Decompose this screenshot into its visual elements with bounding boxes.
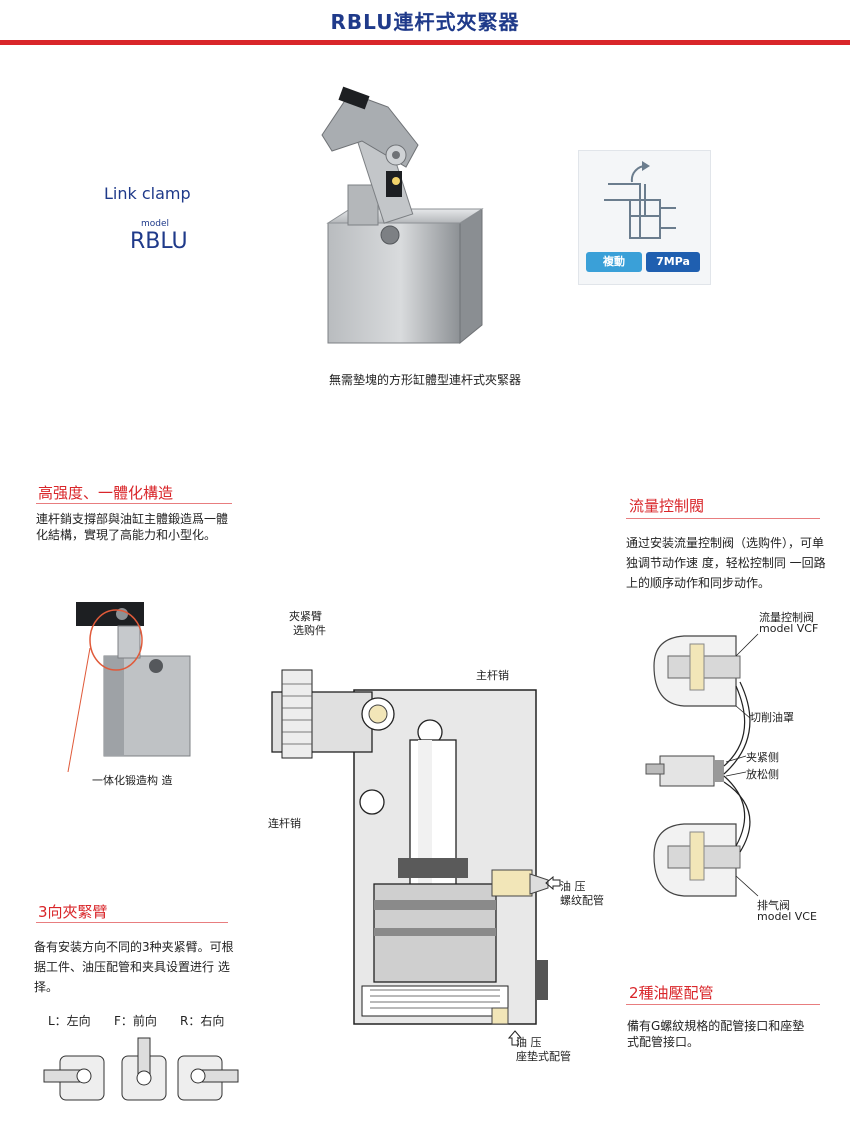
clamp-side-label: 夹紧侧 — [746, 751, 779, 764]
flow-text-line2: 独调节动作速 度，轻松控制同 一回路 — [626, 556, 826, 570]
oil-pad-label-2: 座垫式配管 — [516, 1050, 571, 1063]
arrow-left-icon — [545, 876, 561, 890]
strength-text-line1: 連杆銷支撐部與油缸主體鍛造爲一體 — [36, 512, 229, 526]
valve-diagram — [645, 633, 759, 897]
piping-text-line1: 備有G螺紋規格的配管接口和座墊 — [627, 1019, 805, 1033]
title-divider — [0, 40, 850, 45]
arm-directions-icons — [43, 1037, 239, 1101]
model-value: RBLU — [130, 229, 188, 254]
strength-heading: 高强度、一體化構造 — [38, 484, 174, 502]
flow-text-line3: 上的顺序动作和同步动作。 — [626, 576, 771, 590]
strength-text-line2: 化結構，實現了高能力和小型化。 — [36, 528, 217, 542]
piping-heading: 2種油壓配管 — [629, 984, 714, 1002]
product-caption: 無需墊塊的方形缸體型連杆式夾緊器 — [328, 373, 521, 387]
oil-thread-label-2: 螺纹配管 — [560, 894, 604, 907]
cut-oil-label: 切削油罩 — [750, 711, 794, 724]
arm-heading: 3向夾緊臂 — [38, 903, 108, 921]
fcv-model-label: model VCF — [759, 622, 819, 635]
product-photo — [321, 86, 484, 345]
piping-text-line2: 式配管接口。 — [627, 1035, 700, 1049]
arm-text-line1: 备有安装方向不同的3种夹紧臂。可根 — [34, 940, 234, 954]
product-english-name: Link clamp — [104, 184, 191, 203]
badge-double-acting: 複動 — [586, 252, 642, 272]
oil-thread-label-1: 油 压 — [560, 880, 586, 893]
forged-callout: 一体化锻造构 造 — [92, 774, 173, 787]
oil-pad-label-1: 油 压 — [516, 1036, 542, 1049]
fcv-label: 流量控制阀 — [759, 611, 814, 624]
dir-right-label: R：右向 — [180, 1014, 225, 1028]
piping-divider — [626, 1004, 820, 1005]
strength-divider — [36, 503, 232, 504]
arm-label: 夾紧臂 — [289, 610, 322, 623]
model-label: model — [141, 219, 170, 229]
flow-divider — [626, 518, 820, 519]
flow-heading: 流量控制閥 — [629, 497, 705, 515]
exhaust-model-label: model VCE — [757, 910, 817, 923]
badge-pressure: 7MPa — [646, 252, 700, 272]
arm-divider — [36, 922, 228, 923]
arrow-up-icon — [508, 1030, 522, 1046]
exhaust-label: 排气阀 — [757, 899, 790, 912]
arm-text-line2: 据工件、油压配管和夹具设置进行 选 — [34, 960, 230, 974]
arm-text-line3: 择。 — [34, 980, 59, 994]
arm-option-label: 选购件 — [293, 624, 326, 637]
main-pin-label: 主杆销 — [476, 669, 509, 682]
section-drawing — [271, 669, 549, 1025]
page-title: RBLU連杆式夾緊器 — [330, 10, 520, 34]
dir-front-label: F：前向 — [114, 1014, 157, 1028]
forged-body-photo — [67, 602, 191, 772]
dir-left-label: L：左向 — [48, 1014, 91, 1028]
release-side-label: 放松侧 — [746, 768, 779, 781]
link-pin-label: 连杆销 — [268, 817, 301, 830]
cylinder-symbol-icon — [604, 161, 676, 239]
flow-text-line1: 通过安装流量控制阀（选购件），可单 — [626, 536, 825, 550]
